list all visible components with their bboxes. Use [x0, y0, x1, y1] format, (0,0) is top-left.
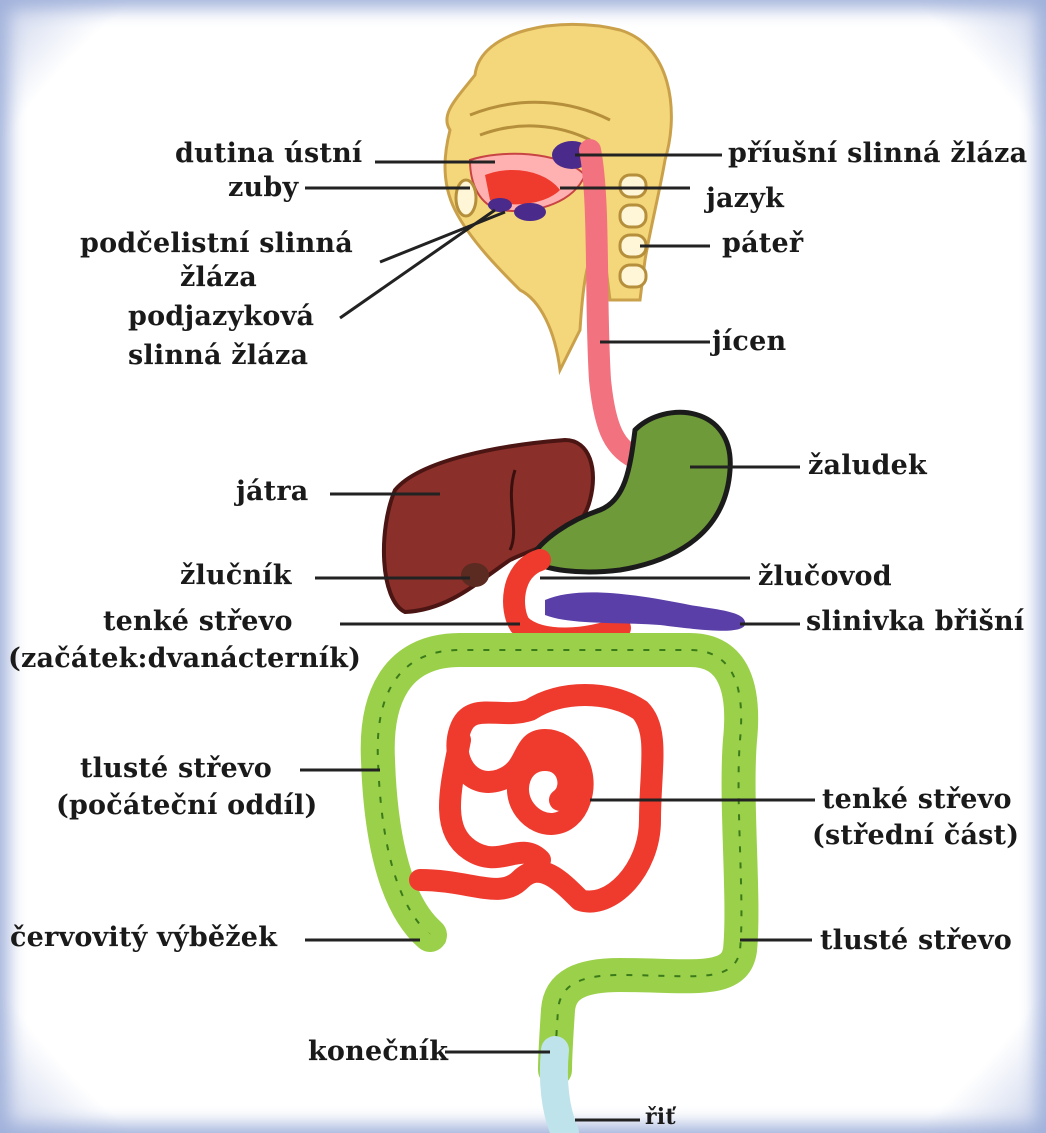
label-tluste-strevo-pocatek-1: tlusté střevo [80, 755, 272, 782]
label-podcelistni-1: podčelistní slinná [80, 230, 353, 257]
label-podcelistni-2: žláza [180, 264, 257, 291]
label-jatra: játra [236, 478, 308, 505]
label-podjazykova-2: slinná žláza [128, 342, 308, 369]
rectum [554, 1050, 565, 1133]
label-cervovity: červovitý výběžek [10, 924, 277, 951]
label-zaludek: žaludek [808, 452, 927, 479]
label-priusni: příušní slinná žláza [728, 140, 1027, 167]
label-jazyk: jazyk [706, 185, 784, 212]
label-tenke-strevo-stred-1: tenké střevo [822, 786, 1012, 813]
label-zlucnik: žlučník [180, 562, 292, 589]
gallbladder [461, 563, 489, 587]
label-tenke-strevo-2: (začátek:dvanácterník) [8, 645, 361, 672]
label-tluste-strevo: tlusté střevo [820, 927, 1012, 954]
sublingual-gland [488, 198, 512, 212]
submandibular-gland [514, 203, 546, 221]
label-podjazykova-1: podjazyková [128, 303, 314, 330]
label-pater: páteř [722, 230, 803, 257]
label-zuby: zuby [228, 174, 298, 201]
label-dutina-ustni: dutina ústní [175, 140, 362, 167]
label-konecnik: konečník [308, 1038, 448, 1065]
label-jicen: jícen [712, 328, 786, 355]
label-tenke-strevo-stred-2: (střední část) [812, 822, 1019, 849]
teeth [456, 180, 476, 216]
label-tenke-strevo-1: tenké střevo [103, 608, 293, 635]
label-slinivka: slinivka břišní [806, 608, 1024, 635]
large-intestine [378, 650, 742, 1070]
label-rit: řiť [645, 1106, 676, 1128]
label-tluste-strevo-pocatek-2: (počáteční oddíl) [56, 792, 317, 819]
small-intestine [420, 695, 653, 902]
pancreas [545, 592, 745, 630]
label-zlucovod: žlučovod [758, 563, 892, 590]
